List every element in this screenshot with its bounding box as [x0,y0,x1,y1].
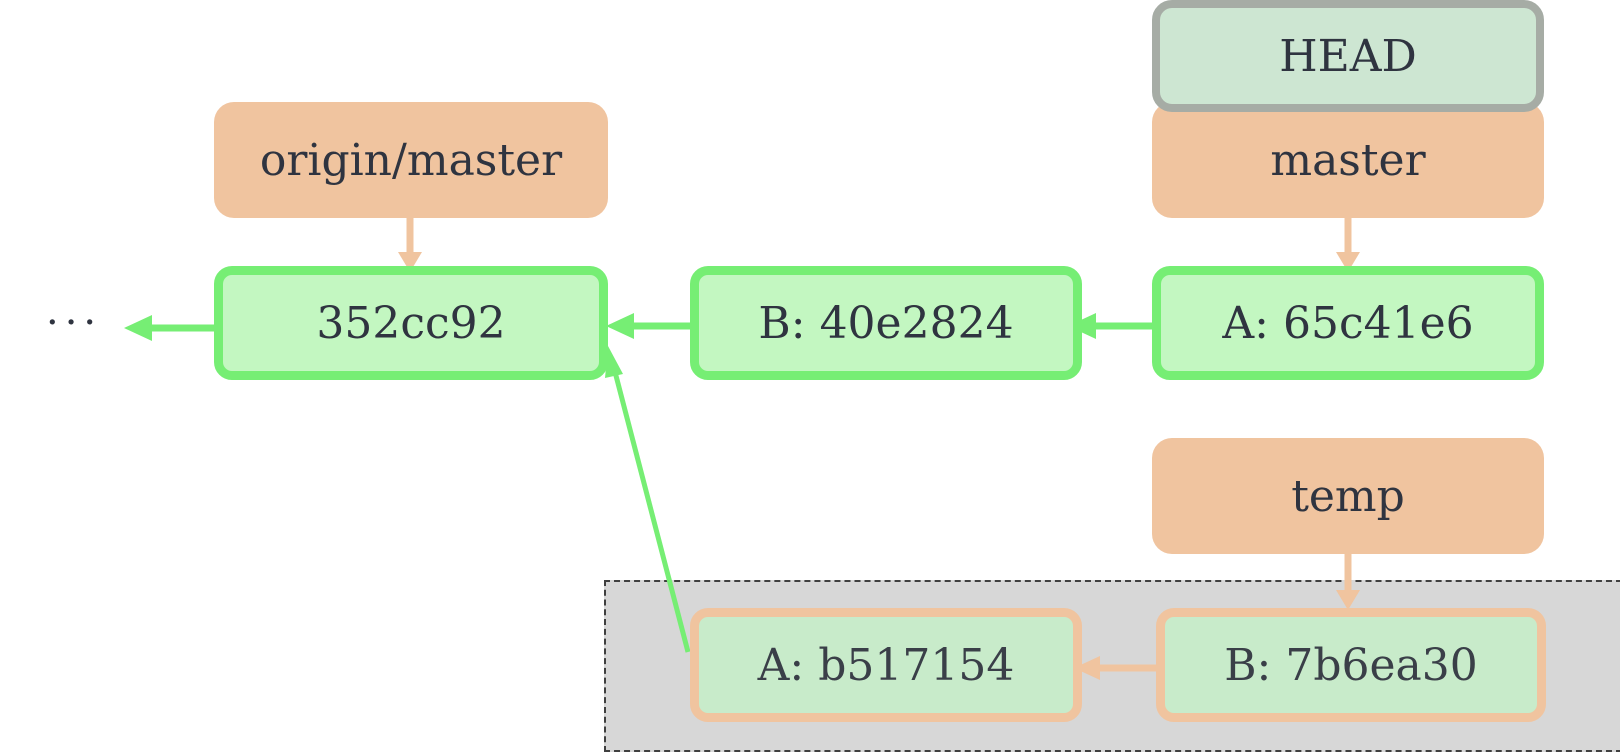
arrowhead-7b6ea30-to-b517154 [1074,656,1100,680]
commit-40e2824: B: 40e2824 [690,266,1082,380]
ref-head: HEAD [1152,0,1544,112]
arrowhead-temp-to-7b6ea30 [1336,590,1360,610]
commit-352cc92: 352cc92 [214,266,608,380]
arrowhead-40e2824-to-352cc92 [606,313,634,339]
commit-b517154: A: b517154 [690,608,1082,722]
commit-65c41e6: A: 65c41e6 [1152,266,1544,380]
arrowhead-origin-master-to-352cc92 [398,252,422,272]
commit-7b6ea30: B: 7b6ea30 [1156,608,1546,722]
arrowhead-master-to-65c41e6 [1336,252,1360,272]
arrowhead-b517154-to-352cc92 [605,346,623,378]
ellipsis-earlier-history: ··· [46,300,103,346]
arrowhead-65c41e6-to-40e2824 [1068,313,1096,339]
ref-temp: temp [1152,438,1544,554]
arrowhead-352cc92-to-parent [124,315,152,341]
ref-origin-master: origin/master [214,102,608,218]
ref-master: master [1152,102,1544,218]
arrow-b517154-to-352cc92 [611,367,691,653]
